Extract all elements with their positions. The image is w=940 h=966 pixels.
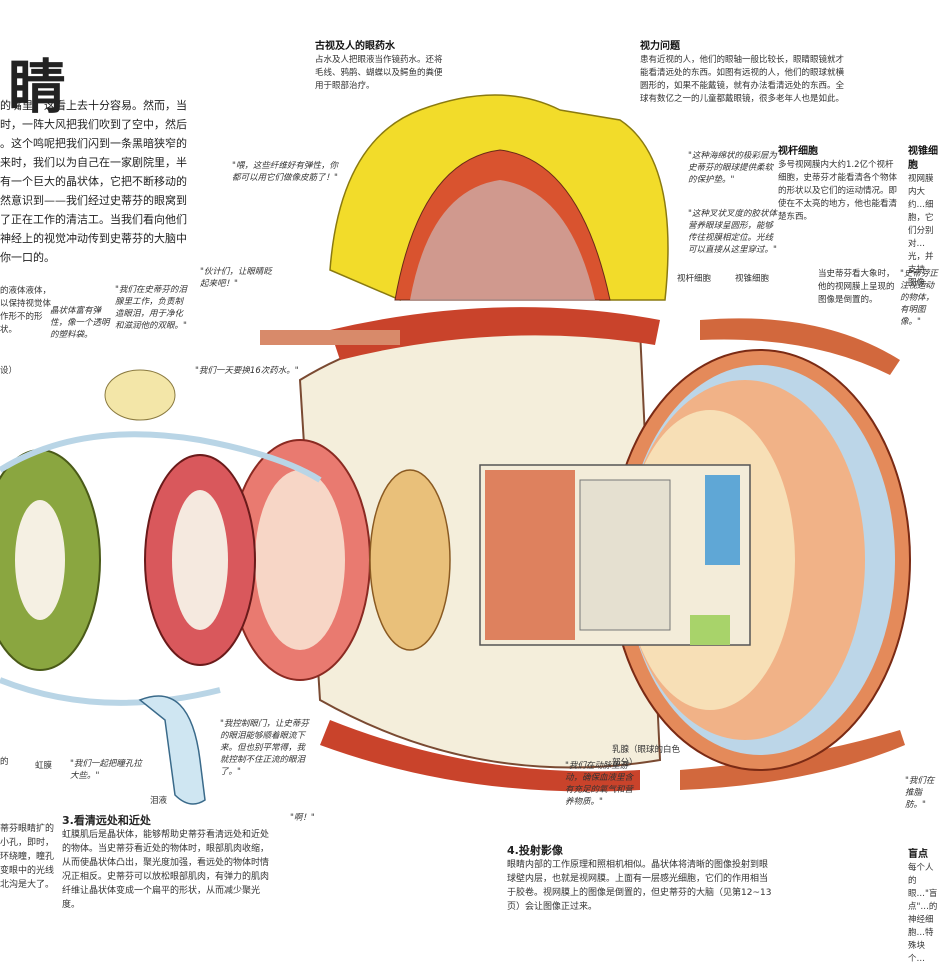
callout-artery: "我们在动脉里游动，确保血液里含有充足的氧气和营养物质。" [565,761,634,807]
top-center-box: 古视及人的眼药水 占水及人把眼液当作镜药水。还将毛线、鸦鹃、蝴蝶以及鳄鱼的粪便用… [315,40,445,93]
screen-blue [705,475,740,565]
section-3-heading: 3.看清远处和近处 [62,814,151,827]
intro-line: 了正在工作的清洁工。当我们看向他们 [0,213,187,226]
callout-push-fat: "我们在推脂肪。" [905,776,935,810]
intro-line: 时，一阵大风把我们吹到了空中，然后 [0,118,187,131]
top-center-heading: 古视及人的眼药水 [315,41,395,52]
vision-problems-body: 患有近视的人，他们的眼轴一般比较长，眼睛眼镜就才能看清远处的东西。如图有远视的人… [640,55,845,104]
blind-spot-heading: 盲点 [908,849,928,860]
right-upper-muscle [700,318,900,375]
intro-line: 然意识到——我们经过史蒂芬的眼窝到 [0,194,187,207]
callout-tear-gland: "我们在史蒂芬的泪腺里工作，负责制造眼泪，用于净化和滋润他的双眼。" [115,285,187,331]
intro-line: 神经上的视觉冲动传到史蒂芬的大脑中 [0,232,187,245]
blind-spot-box: 盲点 每个人的眼…"盲点"…的神经细胞…特殊块个… [908,848,940,966]
cones-box: 视锥细胞 视网膜内大约…细胞，它们分别对…光，并支持…图像。 [908,145,940,290]
callout-blink: "伙计们，让眼睛眨起来吧！" [200,267,272,289]
intro-line: 有一个巨大的晶状体，它把不断移动的 [0,175,187,188]
callout-ah: "啊！" [290,813,315,823]
section-left-bottom: 蒂芬眼睛扩的小孔，即时，环绕瞳，瞳孔变眼中的光线北沟是大了。 [0,822,55,892]
intro-line: 。这个鸣呢把我们闪到一条黑暗狭窄的 [0,137,187,150]
pupil-hole [15,500,65,620]
page-title: 睛 [8,53,69,121]
fluid-swirl-lower [0,677,221,706]
callout-elastic-fibers: "喂，这些纤维好有弹性，你都可以用它们做像皮筋了！" [232,161,338,183]
inner-dome-blue [410,180,595,300]
callout-pupil: "我们一起把瞳孔拉大些。" [70,759,142,781]
vision-problems-box: 视力问题 患有近视的人，他们的眼轴一般比较长，眼睛眼镜就才能看清远处的东西。如图… [640,40,850,106]
label-rod-cell: 视杆细胞 [677,274,712,284]
blind-spot-body: 每个人的眼…"盲点"…的神经细胞…特殊块个… [908,863,938,964]
label-cone-cell: 视锥细胞 [735,274,770,284]
lens-bubble [104,369,176,421]
rods-body: 多号视网膜内大约1.2亿个视杆细胞，史蒂芬才能看清各个物体的形状以及它们的运动情… [778,160,898,222]
vision-problems-heading: 视力问题 [640,41,680,52]
screen-green [690,615,730,645]
label-iris: 虹膜 [35,761,53,771]
upper-muscle-band [330,307,660,360]
optic-nerve-band [260,330,400,345]
tear-tube [138,695,206,805]
lower-muscle-band [320,720,640,792]
top-center-body: 占水及人把眼液当作镜药水。还将毛线、鸦鹃、蝴蝶以及鳄鱼的粪便用于眼部治疗。 [315,55,443,91]
intro-line: 你一口的。 [0,251,55,264]
section-4: 4.投射影像 眼睛内部的工作原理和照相机相似。晶状体将清晰的图像投射到眼球壁内层… [507,842,772,914]
section-3-body: 虹膜肌后是晶状体，能够帮助史蒂芬看清远处和近处的物体。当史蒂芬看近处的物体时，眼… [62,830,270,910]
callout-jelly-body: "这种叉状叉度的胶状体营养眼球呈圆形，能够传往视膜相定位。光线可以直接从这里穿过… [688,209,777,255]
eye-cutaway-illustration [0,94,911,805]
iris-ring-inner [172,490,228,630]
label-elephant: 当史蒂芬看大象时，他的视网膜上呈现的图像是倒置的。 [818,269,895,305]
cones-body: 视网膜内大约…细胞，它们分别对…光，并支持…图像。 [908,174,934,288]
rods-box: 视杆细胞 多号视网膜内大约1.2亿个视杆细胞，史蒂芬才能看清各个物体的形状以及它… [778,145,898,224]
lens-core [369,469,451,651]
section-3: 3.看清远处和近处 虹膜肌后是晶状体，能够帮助史蒂芬看清远处和近处的物体。当史蒂… [62,812,272,912]
callout-moving-object: "史蒂芬正注视运动的物体，有明图像。" [900,269,938,327]
label-left-fragment: 的 [0,757,9,767]
label-sclera: 乳腺（眼球的白色部分） [612,745,681,768]
callout-tear-control: "我控制眼门，让史蒂芬的眼泪能够顺着眼流下来。但也别平常得，我就控制不住正流的眼… [220,719,309,777]
cones-heading: 视锥细胞 [908,146,938,171]
label-left-notes: 的液体液体，以保持视觉体作形不的形状。 [0,286,52,335]
intro-line: 的嘴里，这看上去十分容易。然而，当 [0,99,187,112]
section-4-body: 眼睛内部的工作原理和照相机相似。晶状体将清晰的图像投射到眼球壁内层，也就是视网膜… [507,860,772,912]
callout-medicine: "我们一天要换16次药水。" [195,366,299,376]
section-left-bottom-body: 蒂芬眼睛扩的小孔，即时，环绕瞳，瞳孔变眼中的光线北沟是大了。 [0,824,55,890]
label-left-notes-2: 设） [0,366,18,376]
nerve-bundle [485,470,575,640]
section-4-heading: 4.投射影像 [507,844,563,857]
label-tear: 泪液 [150,796,168,806]
rods-heading: 视杆细胞 [778,146,818,157]
callout-sponge-layer: "这种海绵状的极彩层为史蒂芬的眼球提供柔软的保护垫。" [688,151,777,185]
callout-lens-elastic: 晶状体富有弹性，像一个透明的塑料袋。 [50,306,110,340]
intro-paragraph: 的嘴里，这看上去十分容易。然而，当 时，一阵大风把我们吹到了空中，然后 。这个鸣… [0,96,200,267]
intro-line: 来时，我们以为自己在一家剧院里，半 [0,156,187,169]
lens-ring-inner [255,470,345,650]
control-panel [579,479,671,631]
fluid-swirl [0,431,322,483]
